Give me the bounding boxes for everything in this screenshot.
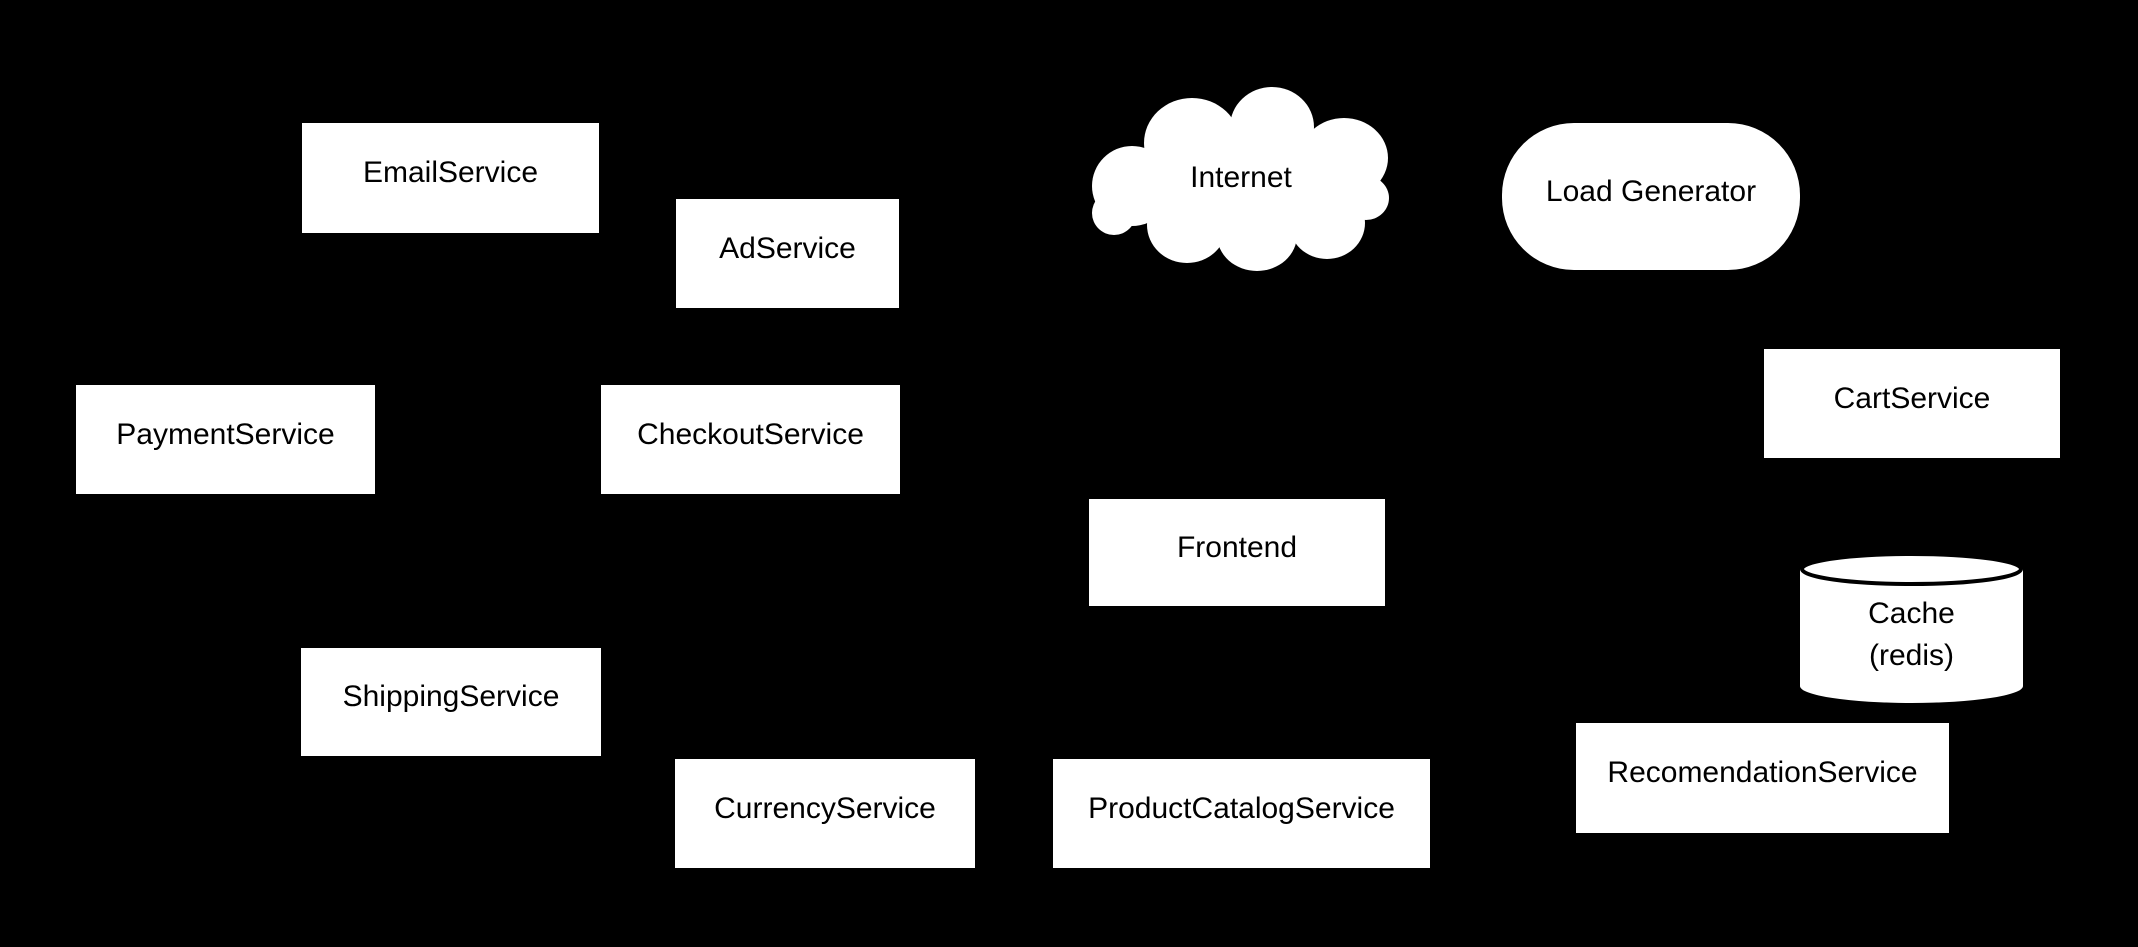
node-label: EmailService [362, 156, 539, 189]
node-email-service: EmailService [302, 123, 599, 233]
node-label: CartService [1833, 381, 1991, 415]
cache-label-line1: Cache [1868, 596, 1955, 630]
node-recomendation-service: RecomendationService [1576, 723, 1949, 833]
node-label: Frontend [1176, 530, 1298, 564]
node-label: Cache (redis) [1868, 593, 1955, 677]
cloud-icon [1092, 87, 1389, 271]
node-label: ProductCatalogService [1088, 791, 1395, 825]
node-shipping-service: ShippingService [301, 648, 601, 756]
database-cylinder-icon [1800, 552, 2023, 703]
node-cache-redis: Cache (redis) [1800, 552, 2023, 703]
node-label: PaymentService [116, 417, 335, 451]
node-label: ShippingService [342, 680, 560, 713]
node-cart-service: CartService [1764, 349, 2060, 458]
node-frontend: Frontend [1089, 499, 1385, 606]
node-label: AdService [719, 231, 856, 265]
node-payment-service: PaymentService [76, 385, 375, 494]
node-label: Internet [1190, 160, 1292, 194]
node-checkout-service: CheckoutService [601, 385, 900, 494]
cache-label-line2: (redis) [1868, 638, 1954, 672]
node-label: RecomendationService [1607, 756, 1918, 789]
node-label: CurrencyService [714, 791, 936, 825]
node-load-generator: Load Generator [1502, 123, 1800, 270]
node-label: Load Generator [1545, 174, 1757, 208]
node-product-catalog-service: ProductCatalogService [1053, 759, 1430, 868]
node-internet: Internet [1092, 83, 1390, 272]
node-currency-service: CurrencyService [675, 759, 975, 868]
node-ad-service: AdService [676, 199, 899, 308]
node-label: CheckoutService [637, 417, 864, 451]
